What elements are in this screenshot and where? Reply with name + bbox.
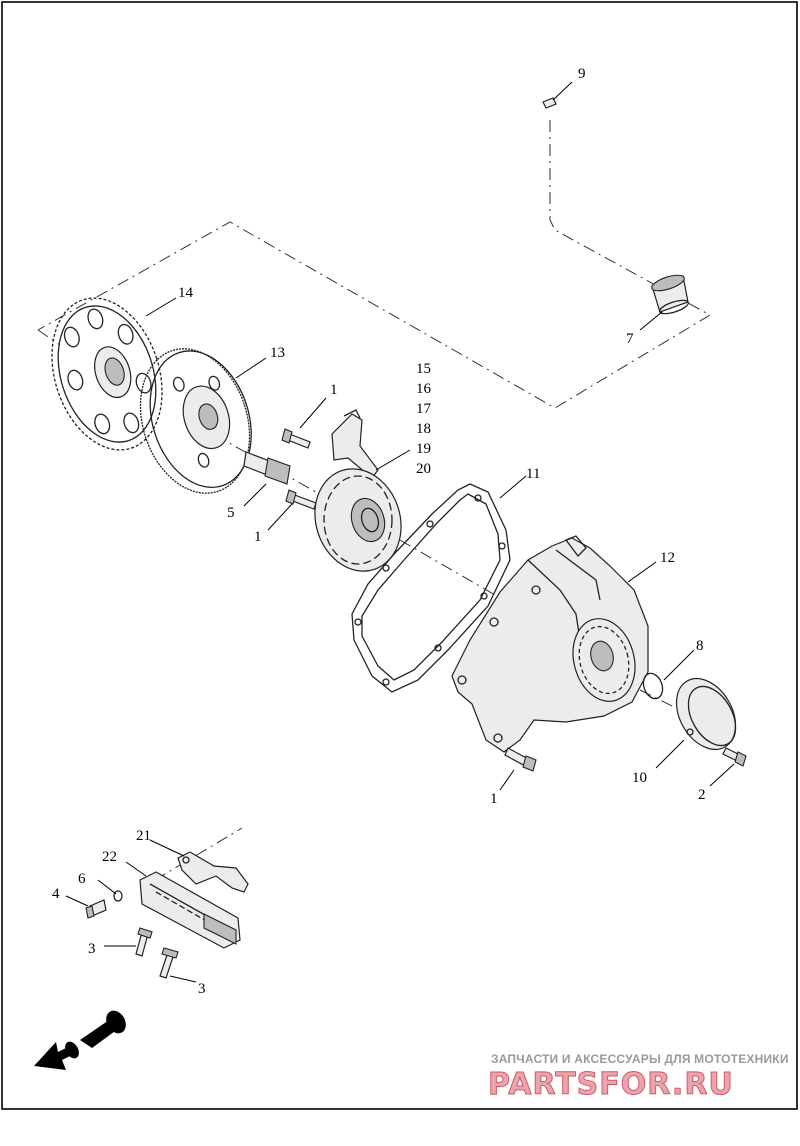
callout-16: 16 bbox=[416, 381, 432, 397]
callout-15: 15 bbox=[416, 361, 431, 377]
part-4-bolt[interactable] bbox=[85, 899, 107, 919]
part-3-screw-lower[interactable] bbox=[159, 947, 179, 979]
part-10-cap[interactable] bbox=[664, 668, 747, 760]
callout-1-cover: 1 bbox=[490, 791, 498, 807]
part-9-key[interactable] bbox=[542, 97, 557, 109]
part-14-starter-gear[interactable] bbox=[33, 284, 180, 465]
callout-1-lower-stator: 1 bbox=[254, 529, 262, 545]
part-8-o-ring[interactable] bbox=[640, 671, 666, 702]
part-12-generator-cover[interactable] bbox=[451, 535, 649, 753]
part-11-gasket[interactable] bbox=[351, 483, 511, 693]
part-15-20-stator-assembly[interactable] bbox=[302, 409, 414, 582]
callout-21: 21 bbox=[136, 828, 151, 844]
part-3-screw-upper[interactable] bbox=[135, 927, 153, 957]
callout-4: 4 bbox=[52, 886, 60, 902]
diagram-frame bbox=[1, 1, 798, 1110]
callout-6: 6 bbox=[78, 871, 86, 887]
callout-5: 5 bbox=[227, 505, 235, 521]
watermark: ЗАПЧАСТИ И АКСЕССУАРЫ ДЛЯ МОТОТЕХНИКИ PA… bbox=[488, 1052, 789, 1103]
part-5-flywheel-bolt[interactable] bbox=[243, 451, 291, 485]
callout-18: 18 bbox=[416, 421, 431, 437]
watermark-tagline: ЗАПЧАСТИ И АКСЕССУАРЫ ДЛЯ МОТОТЕХНИКИ bbox=[491, 1052, 789, 1066]
part-21-bracket[interactable] bbox=[177, 851, 249, 893]
callout-3-lower: 3 bbox=[198, 981, 206, 997]
callout-3-upper: 3 bbox=[88, 941, 96, 957]
part-22-regulator[interactable] bbox=[139, 871, 241, 949]
part-1-cover-screw[interactable] bbox=[504, 747, 537, 772]
motorcycle-front-arrow-icon bbox=[34, 1010, 126, 1070]
callout-17: 17 bbox=[416, 401, 432, 417]
callout-12: 12 bbox=[660, 550, 675, 566]
part-2-cap-screw[interactable] bbox=[722, 747, 747, 767]
callout-14: 14 bbox=[178, 285, 194, 301]
watermark-logo: PARTSFOR.RU bbox=[488, 1067, 734, 1102]
callout-labels: 9 7 14 13 1 15 16 17 18 19 20 5 1 11 12 … bbox=[52, 66, 706, 997]
callout-20: 20 bbox=[416, 461, 431, 477]
part-6-washer[interactable] bbox=[113, 890, 123, 902]
callout-13: 13 bbox=[270, 345, 285, 361]
callout-1-upper-stator: 1 bbox=[330, 382, 338, 398]
leader-lines bbox=[65, 81, 735, 983]
callout-7: 7 bbox=[626, 331, 634, 347]
part-1-stator-screw-upper[interactable] bbox=[281, 428, 311, 449]
callout-22: 22 bbox=[102, 849, 117, 865]
part-13-flywheel[interactable] bbox=[123, 334, 270, 508]
callout-10: 10 bbox=[632, 770, 647, 786]
part-1-stator-screw-lower[interactable] bbox=[285, 489, 317, 510]
callout-2: 2 bbox=[698, 787, 706, 803]
callout-19: 19 bbox=[416, 441, 431, 457]
part-7-bushing[interactable] bbox=[650, 272, 690, 316]
callout-8: 8 bbox=[696, 638, 704, 654]
callout-9: 9 bbox=[578, 66, 586, 82]
callout-11: 11 bbox=[526, 466, 540, 482]
